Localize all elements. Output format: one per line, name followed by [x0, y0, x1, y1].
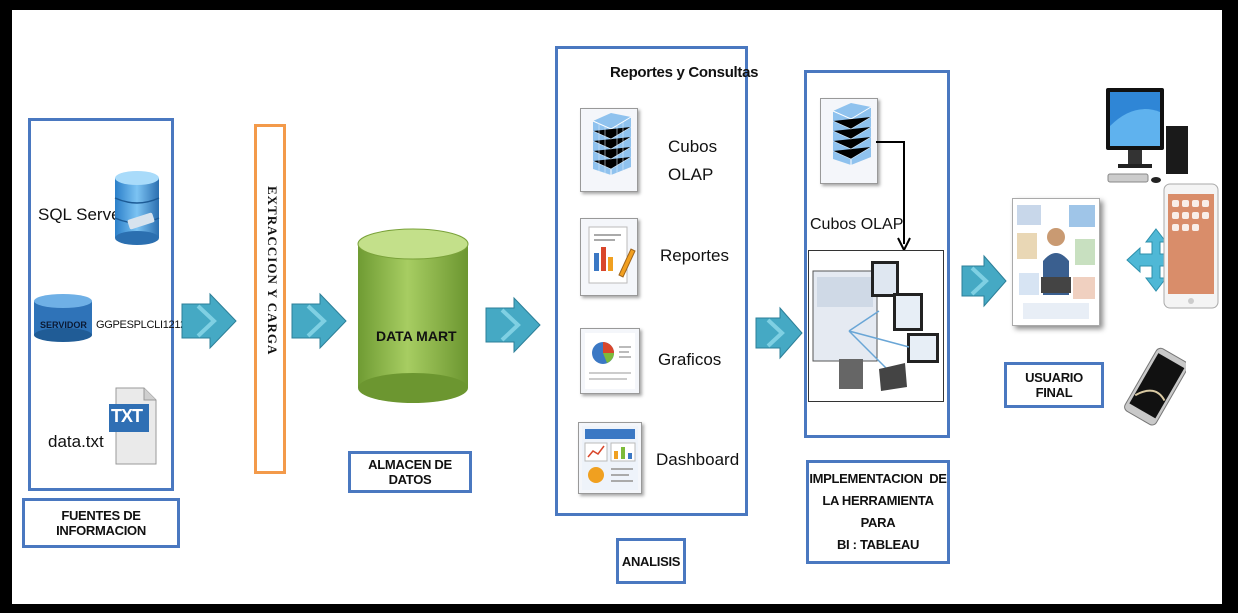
user-collage-icon [1017, 205, 1095, 319]
end-user-image [1012, 198, 1100, 326]
data-file-label: data.txt [48, 432, 104, 451]
tableau-caption-line-3: BI : TABLEAU [836, 537, 920, 552]
dashboard-thumbnail [578, 422, 642, 494]
tableau-caption-line-2: LA HERRAMIENTA PARA [822, 493, 934, 530]
server-name: GGPESPLCLI1212 [96, 319, 186, 331]
data-mart-caption: ALMACEN DE DATOS [348, 451, 472, 493]
analysis-title: Reportes y Consultas [610, 64, 759, 81]
txt-file-icon [109, 387, 157, 465]
tableau-devices-icon [812, 261, 939, 391]
flow-arrow-1 [181, 292, 237, 350]
charts-thumbnail [580, 328, 640, 394]
analysis-item-dashboard: Dashboard [656, 450, 740, 469]
flow-arrow-3 [485, 296, 541, 354]
servidor-label: SERVIDOR [40, 320, 87, 330]
tableau-olap-cube-icon [832, 103, 872, 165]
database-icon [114, 171, 160, 245]
pie-chart-icon [585, 333, 635, 389]
analysis-item-cubos-olap: Cubos OLAP [668, 137, 718, 184]
tableau-caption: IMPLEMENTACION DE LA HERRAMIENTA PARA BI… [806, 460, 950, 564]
olap-cube-thumbnail [580, 108, 638, 192]
analysis-item-reportes: Reportes [660, 246, 729, 265]
txt-badge: TXT [111, 406, 143, 426]
tableau-olap-cube-thumbnail [820, 98, 878, 184]
data-mart-cylinder [357, 228, 469, 403]
diagram-canvas: SQL Server SERVIDOR GGPESPLCLI1212 data.… [12, 10, 1222, 604]
server-cylinder-icon [34, 294, 92, 342]
dashboard-icon [582, 426, 638, 490]
etl-box [254, 124, 286, 474]
sources-caption: FUENTES DE INFORMACION [22, 498, 180, 548]
sql-server-label: SQL Server [38, 205, 127, 224]
tableau-screens-image [808, 250, 944, 402]
connector-arrow [876, 141, 911, 253]
data-mart-label: DATA MART [376, 328, 457, 344]
flow-arrow-2 [291, 292, 347, 350]
desktop-computer-icon [1106, 88, 1188, 183]
smartphone-icon [1124, 347, 1186, 426]
flow-arrow-5 [961, 254, 1007, 308]
analysis-caption: ANALISIS [616, 538, 686, 584]
analysis-item-graficos: Graficos [658, 350, 722, 369]
report-pencil-icon [588, 226, 636, 284]
reports-thumbnail [580, 218, 638, 296]
flow-arrow-4 [755, 306, 803, 360]
tablet-icon [1163, 183, 1219, 309]
tableau-cubes-label: Cubos OLAP [810, 216, 904, 233]
etl-label: EXTRACCION Y CARGA [265, 186, 280, 356]
olap-cube-icon [592, 113, 632, 175]
end-user-caption: USUARIO FINAL [1004, 362, 1104, 408]
tableau-caption-line-1: IMPLEMENTACION DE [809, 471, 947, 486]
